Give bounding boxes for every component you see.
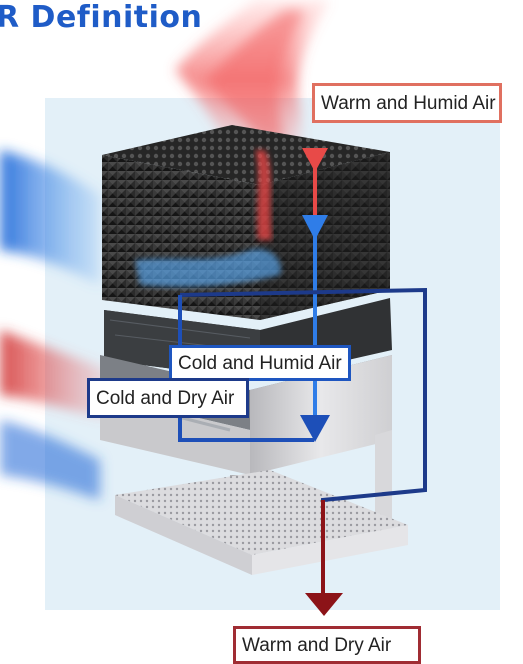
condensing-arrow <box>300 415 330 442</box>
cold-mist <box>135 249 281 287</box>
page-title: R Definition <box>0 0 203 35</box>
warm-mist <box>255 150 272 240</box>
cold-air-streams <box>0 150 110 500</box>
warm-inlet-arrow <box>302 148 328 172</box>
label-warm-humid-air: Warm and Humid Air <box>312 83 502 123</box>
cooling-arrow <box>302 215 328 240</box>
label-warm-dry-air: Warm and Dry Air <box>233 626 421 664</box>
desiccant-cube <box>102 125 390 320</box>
airflow-path <box>178 160 427 600</box>
base-plate <box>115 470 408 575</box>
label-cold-humid-air: Cold and Humid Air <box>169 345 351 381</box>
label-cold-dry-air: Cold and Dry Air <box>87 378 249 418</box>
dry-outlet-arrow <box>305 593 343 616</box>
warm-air-plume <box>175 0 330 160</box>
